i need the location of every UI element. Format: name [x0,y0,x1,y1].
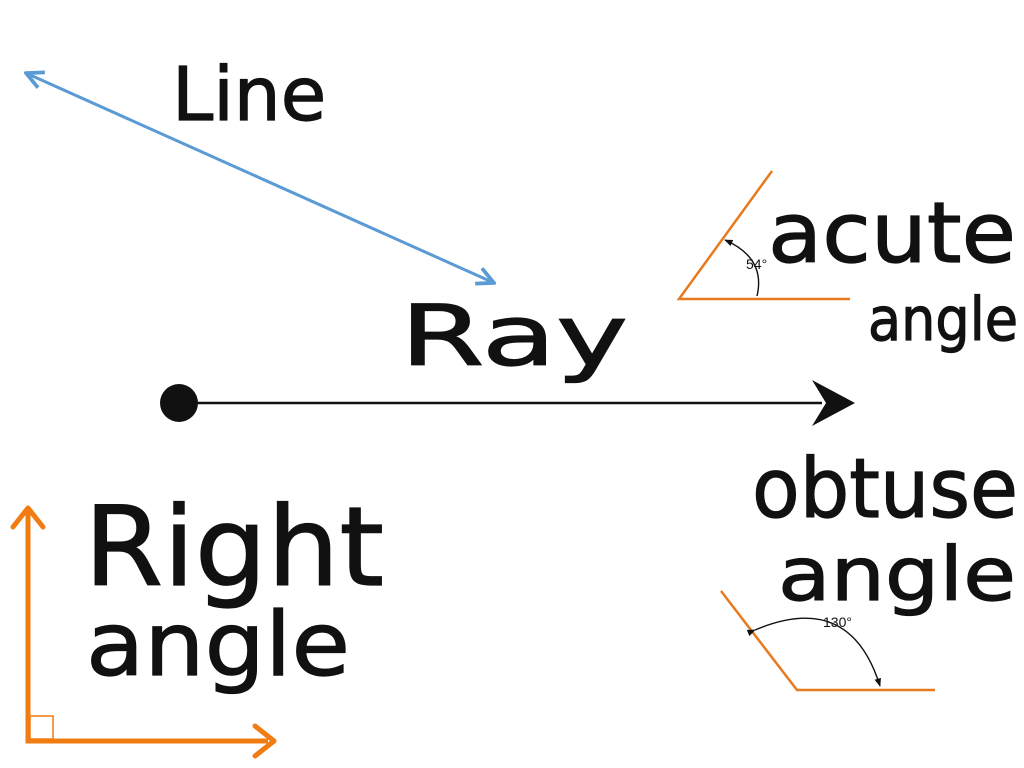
acute-angle [676,170,850,301]
obtuse-angle-measure: 130° [823,614,852,630]
right-angle-arrowhead-up [10,505,46,530]
acute-angle-arc [724,239,760,297]
obtuse-label-line2: angle [778,532,1016,618]
acute-label: acute [768,184,1016,282]
ray-label: Ray [400,287,628,385]
right-angle-marker [29,715,54,740]
right-label-line2: angle [86,593,350,696]
acute-label-line2: angle [868,285,1018,355]
obtuse-angle [720,590,935,692]
obtuse-label: obtuse [752,442,1018,537]
obtuse-angle-arc [746,617,881,687]
acute-angle-measure: 54° [746,256,767,272]
right-angle [25,512,268,744]
ray-arrowhead [812,380,855,426]
line-segment [28,74,492,282]
line-label: Line [172,52,326,138]
right-label: Right [84,483,384,611]
right-angle-arrowhead-right [252,723,277,759]
